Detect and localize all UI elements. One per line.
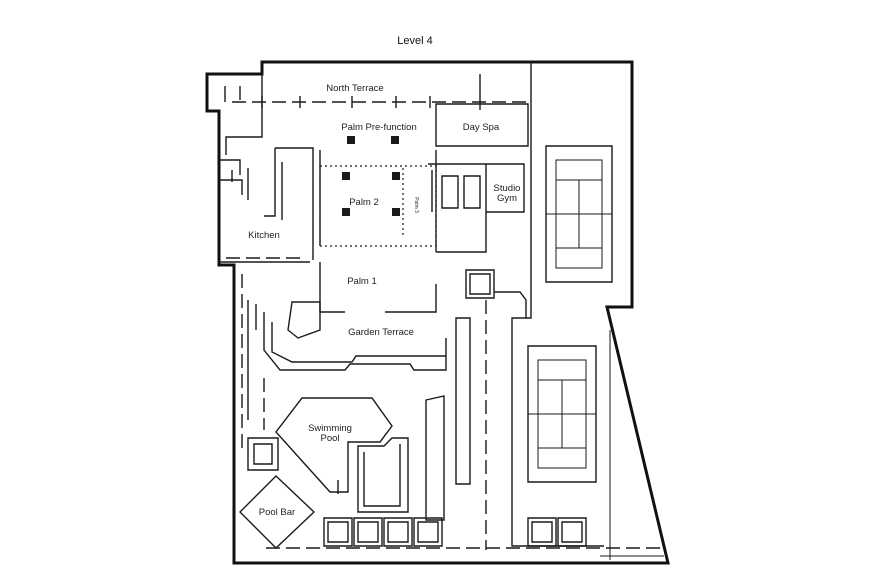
corridor-turn: [494, 291, 527, 318]
swimming-pool: [275, 397, 393, 493]
swimming-pool-label-2: Pool: [320, 433, 339, 444]
tennis-court-upper: [545, 145, 613, 283]
kitchen-label: Kitchen: [248, 230, 280, 241]
long-planter-a: [455, 317, 471, 485]
structural-columns: [342, 136, 400, 216]
garden-terrace-label: Garden Terrace: [348, 327, 414, 338]
studio-gym-label-1: Studio: [494, 183, 521, 194]
garden-terrace-edge: [263, 312, 447, 371]
level-title: Level 4: [397, 35, 432, 47]
kitchen-walls: [219, 147, 314, 263]
palm-walls: [319, 150, 437, 313]
long-planter-b: [425, 395, 445, 521]
palm-prefunction-label: Palm Pre-function: [341, 122, 417, 133]
garden-planter: [287, 301, 321, 339]
palm-2-label: Palm 2: [349, 197, 379, 208]
north-terrace-label: North Terrace: [326, 83, 383, 94]
west-path-wall: [247, 300, 257, 420]
south-walk-line: [600, 330, 664, 560]
north-terrace-ticks: [261, 96, 431, 108]
pool-steps: [357, 437, 409, 513]
tennis-court-lower: [527, 345, 597, 483]
lounge-chair-top: [465, 269, 495, 299]
studio-gym-label-2: Gym: [497, 193, 517, 204]
studio-gym-block: [428, 163, 525, 253]
west-path-dash: [241, 274, 265, 452]
pool-lounge-chairs: [247, 437, 587, 547]
building-outline: [205, 60, 670, 565]
north-wing-wall: [225, 74, 263, 155]
day-spa-room: [435, 103, 529, 147]
palm-1-label: Palm 1: [347, 276, 377, 287]
pool-bar-label: Pool Bar: [259, 507, 295, 518]
swimming-pool-label-1: Swimming: [308, 423, 352, 434]
palm-3-label: Palm 3: [413, 197, 419, 213]
day-spa-label: Day Spa: [463, 122, 500, 133]
